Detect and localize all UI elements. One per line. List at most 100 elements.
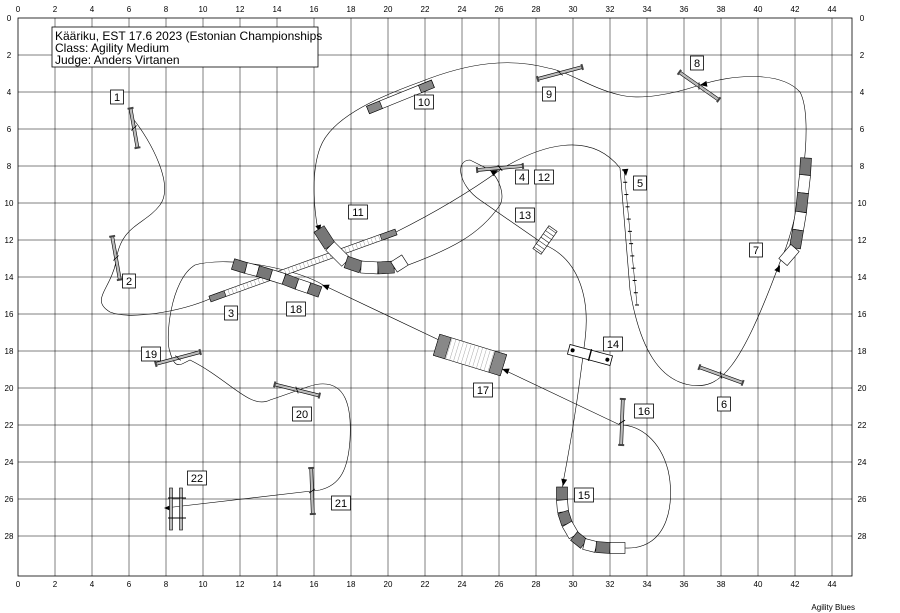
x-tick-top: 0 [16, 5, 21, 14]
y-tick-right: 24 [858, 458, 867, 467]
x-tick-bottom: 44 [828, 580, 837, 589]
x-tick-top: 26 [495, 5, 504, 14]
svg-text:10: 10 [418, 97, 430, 109]
y-tick-left: 28 [5, 532, 14, 541]
obstacle-number-7: 7 [749, 242, 763, 258]
path-arrows [164, 80, 780, 511]
x-tick-top: 20 [384, 5, 393, 14]
obstacle-number-14: 14 [603, 336, 623, 352]
obstacle-22-jump [168, 487, 186, 531]
y-tick-right: 2 [860, 51, 865, 60]
y-tick-right: 10 [858, 199, 867, 208]
path-arrow [502, 368, 510, 375]
x-tick-bottom: 10 [199, 580, 208, 589]
x-tick-bottom: 6 [127, 580, 132, 589]
y-tick-right: 14 [858, 273, 867, 282]
y-tick-right: 6 [860, 125, 865, 134]
path-arrow [700, 80, 708, 87]
x-tick-top: 18 [347, 5, 356, 14]
svg-text:2: 2 [126, 276, 132, 288]
x-tick-top: 40 [754, 5, 763, 14]
y-tick-right: 26 [858, 495, 867, 504]
obstacle-number-4: 4 [515, 169, 529, 185]
y-tick-left: 24 [5, 458, 14, 467]
y-tick-left: 2 [7, 51, 12, 60]
x-tick-top: 6 [127, 5, 132, 14]
path-arrow [774, 265, 780, 273]
obstacle-9-jump [536, 63, 584, 83]
obstacle-number-5: 5 [633, 175, 647, 191]
y-tick-right: 4 [860, 88, 865, 97]
obstacle-number-17: 17 [473, 382, 493, 398]
svg-text:14: 14 [607, 339, 619, 351]
obstacle-number-19: 19 [141, 346, 161, 362]
svg-text:18: 18 [290, 304, 302, 316]
obstacle-1-jump [127, 106, 141, 150]
dog-path [101, 62, 807, 484]
x-tick-top: 16 [310, 5, 319, 14]
x-tick-bottom: 38 [717, 580, 726, 589]
obstacle-number-16: 16 [634, 403, 654, 419]
obstacle-number-10: 10 [414, 94, 434, 110]
y-tick-left: 4 [7, 88, 12, 97]
course-border [17, 17, 853, 577]
x-tick-top: 36 [680, 5, 689, 14]
x-tick-top: 4 [90, 5, 95, 14]
x-tick-bottom: 42 [791, 580, 800, 589]
x-tick-bottom: 18 [347, 580, 356, 589]
svg-text:13: 13 [519, 210, 531, 222]
x-tick-bottom: 30 [569, 580, 578, 589]
info-class: Class: Agility Medium [55, 41, 169, 55]
grid [18, 18, 852, 576]
axis-ticks: 0022446688101012121414161618182020222224… [5, 5, 867, 589]
x-tick-top: 24 [458, 5, 467, 14]
obstacle-17-aframe [432, 333, 508, 377]
obstacle-20-jump [272, 381, 322, 399]
x-tick-top: 32 [606, 5, 615, 14]
x-tick-top: 30 [569, 5, 578, 14]
svg-text:22: 22 [191, 473, 203, 485]
obstacle-number-18: 18 [286, 301, 306, 317]
y-tick-left: 14 [5, 273, 14, 282]
svg-text:11: 11 [352, 207, 363, 219]
path-arrow [490, 170, 498, 177]
y-tick-right: 28 [858, 532, 867, 541]
x-tick-bottom: 32 [606, 580, 615, 589]
svg-text:8: 8 [694, 58, 700, 70]
svg-text:19: 19 [145, 349, 157, 361]
obstacle-4-jump [475, 162, 525, 174]
x-tick-top: 14 [273, 5, 282, 14]
obstacle-number-12: 12 [534, 169, 554, 185]
obstacle-number-1: 1 [110, 89, 124, 105]
x-tick-bottom: 0 [16, 580, 21, 589]
y-tick-right: 18 [858, 347, 867, 356]
obstacle-number-15: 15 [574, 487, 594, 503]
svg-text:9: 9 [546, 89, 552, 101]
y-tick-right: 20 [858, 384, 867, 393]
svg-text:1: 1 [114, 92, 120, 104]
x-tick-bottom: 28 [532, 580, 541, 589]
x-tick-bottom: 16 [310, 580, 319, 589]
path-arrow [322, 284, 330, 291]
obstacle-10-tunnel [366, 79, 435, 115]
x-tick-bottom: 40 [754, 580, 763, 589]
svg-text:15: 15 [578, 490, 590, 502]
x-tick-top: 34 [643, 5, 652, 14]
obstacle-15-tunnel [556, 486, 626, 554]
obstacle-18-tunnel [231, 258, 323, 298]
svg-text:12: 12 [538, 172, 550, 184]
svg-text:4: 4 [519, 172, 525, 184]
y-tick-right: 0 [860, 14, 865, 23]
svg-text:3: 3 [228, 308, 234, 320]
x-tick-bottom: 22 [421, 580, 430, 589]
svg-text:16: 16 [638, 406, 650, 418]
obstacle-number-9: 9 [542, 86, 556, 102]
x-tick-bottom: 8 [164, 580, 169, 589]
y-tick-left: 6 [7, 125, 12, 134]
x-tick-top: 22 [421, 5, 430, 14]
obstacle-6-jump [697, 363, 745, 387]
obstacle-13-wall [532, 225, 558, 255]
path-arrow [561, 478, 568, 486]
y-tick-left: 16 [5, 310, 14, 319]
